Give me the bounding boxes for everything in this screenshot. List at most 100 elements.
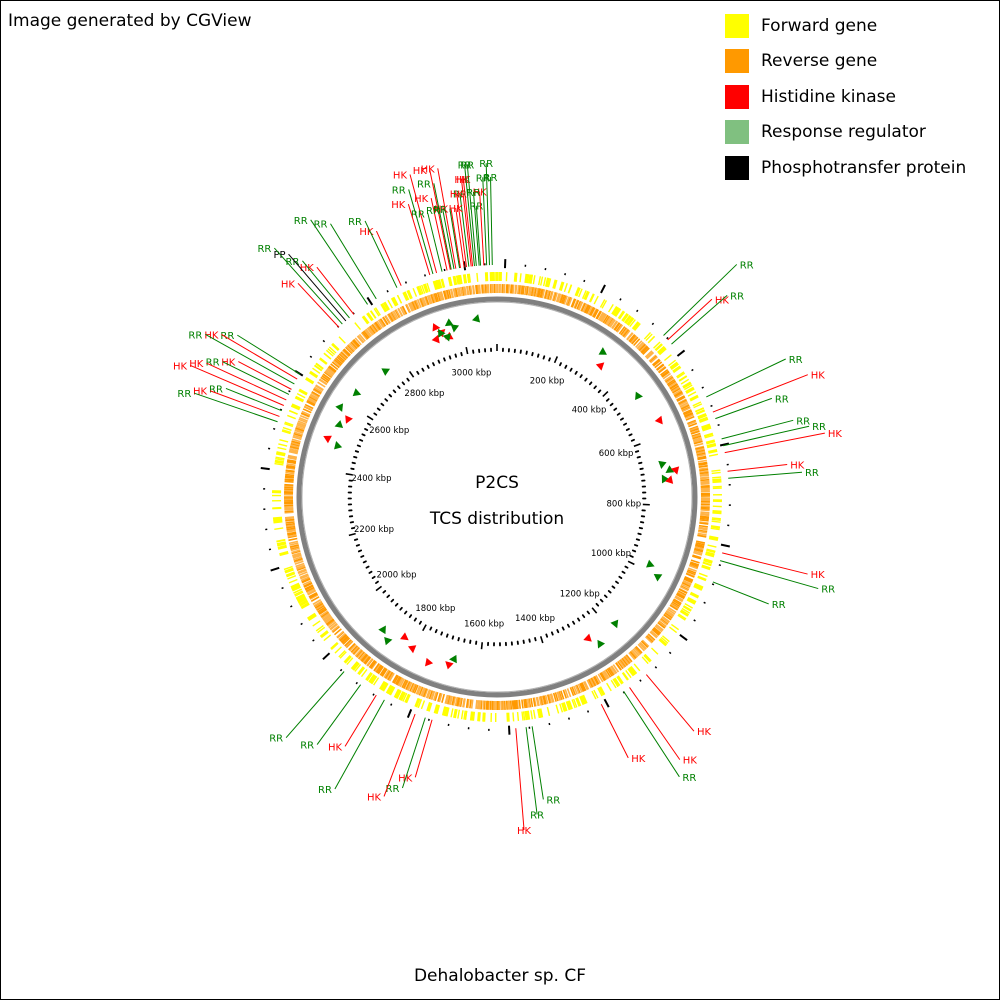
reverse-gene — [687, 569, 697, 574]
reverse-gene — [430, 294, 435, 304]
forward-gene — [568, 700, 573, 710]
rr-label: RR — [740, 260, 754, 271]
forward-gene — [394, 689, 400, 698]
reverse-gene — [695, 543, 705, 548]
reverse-gene — [593, 675, 600, 685]
reverse-gene — [588, 306, 595, 316]
reverse-gene — [699, 468, 709, 472]
ruler-minor-tick — [401, 381, 406, 386]
label-leader-line — [482, 177, 488, 266]
ruler-minor-tick — [399, 606, 403, 611]
hk-label: HK — [790, 461, 805, 472]
forward-gene — [287, 414, 296, 420]
label-leader-line — [189, 364, 284, 406]
reverse-gene — [559, 294, 564, 304]
forward-gene — [433, 280, 440, 290]
label-leader-line — [429, 169, 451, 270]
reverse-gene — [694, 544, 705, 549]
reverse-gene — [441, 693, 445, 703]
reverse-gene — [300, 574, 309, 580]
forward-gene — [482, 712, 485, 722]
reverse-gene — [409, 302, 415, 312]
reverse-gene — [692, 554, 702, 559]
forward-gene — [542, 277, 547, 287]
forward-gene — [581, 290, 587, 299]
forward-gene — [615, 308, 622, 317]
reverse-gene — [293, 558, 304, 564]
reverse-gene — [543, 695, 547, 705]
rr-feature — [334, 441, 343, 450]
ruler-minor-tick — [630, 438, 635, 442]
reverse-gene — [652, 358, 660, 366]
reverse-gene — [591, 677, 598, 686]
reverse-gene — [509, 700, 513, 710]
forward-gene — [293, 588, 302, 594]
reverse-gene — [557, 293, 562, 303]
outer-marker — [386, 290, 389, 293]
reverse-gene — [292, 554, 302, 559]
rr-label: RR — [812, 422, 826, 433]
legend-swatch-forward-gene — [725, 13, 749, 38]
reverse-gene — [291, 552, 302, 557]
reverse-gene — [574, 684, 580, 694]
reverse-gene — [660, 618, 669, 625]
rr-label: RR — [805, 468, 819, 479]
reverse-gene — [689, 427, 700, 433]
forward-gene — [478, 712, 481, 722]
reverse-gene — [645, 636, 653, 644]
reverse-gene — [433, 293, 438, 303]
reverse-gene — [456, 697, 461, 707]
reverse-gene — [454, 287, 459, 298]
ruler-minor-tick — [375, 580, 379, 584]
forward-gene — [697, 412, 707, 420]
reverse-gene — [385, 670, 392, 680]
reverse-gene — [674, 596, 683, 603]
forward-gene — [360, 669, 368, 678]
reverse-gene — [396, 676, 402, 686]
reverse-gene — [514, 284, 518, 294]
forward-gene — [699, 418, 709, 423]
reverse-gene — [550, 693, 555, 703]
reverse-gene — [405, 303, 412, 313]
reverse-gene — [674, 595, 684, 602]
reverse-gene — [309, 594, 319, 600]
reverse-gene — [604, 315, 611, 325]
reverse-gene — [284, 510, 294, 513]
forward-gene — [371, 676, 378, 685]
forward-gene — [611, 306, 619, 316]
reverse-gene — [284, 483, 294, 487]
forward-gene — [354, 322, 362, 331]
hk-label: HK — [173, 361, 188, 372]
reverse-gene — [339, 634, 348, 642]
forward-gene — [419, 285, 424, 295]
forward-gene — [382, 301, 391, 311]
legend-label-response-regulator: Response regulator — [761, 122, 926, 143]
reverse-gene — [663, 613, 673, 620]
outer-marker — [636, 309, 639, 313]
forward-gene — [338, 650, 346, 658]
forward-gene — [423, 283, 428, 293]
reverse-gene — [366, 327, 374, 336]
forward-gene — [624, 315, 632, 325]
rr-label: RR — [458, 161, 472, 172]
forward-gene — [655, 344, 663, 352]
ruler-minor-tick — [371, 575, 376, 579]
reverse-gene — [286, 527, 296, 531]
rr-label: RR — [188, 330, 202, 341]
label-leader-line — [456, 193, 468, 268]
reverse-gene — [582, 303, 588, 313]
reverse-gene — [383, 669, 390, 679]
forward-gene — [519, 273, 522, 283]
reverse-gene — [326, 618, 335, 626]
reverse-gene — [379, 667, 386, 676]
forward-gene — [315, 363, 324, 370]
label-leader-line — [460, 178, 472, 267]
reverse-gene — [393, 675, 400, 684]
forward-gene — [711, 518, 721, 522]
ruler-minor-tick — [628, 433, 633, 437]
rr-label: RR — [177, 389, 191, 400]
reverse-gene — [476, 700, 480, 710]
reverse-gene — [414, 300, 420, 310]
reverse-gene — [384, 315, 391, 324]
forward-gene — [445, 707, 449, 717]
